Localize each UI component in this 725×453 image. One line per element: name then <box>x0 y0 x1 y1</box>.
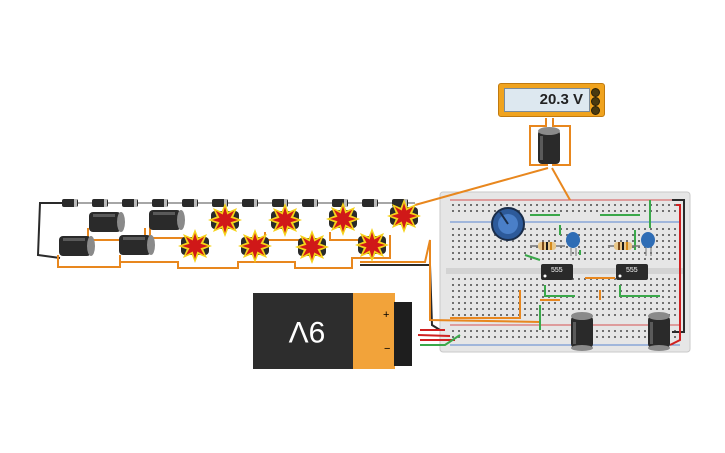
resistor-1[interactable] <box>530 242 565 250</box>
chip-555-1[interactable] <box>541 264 573 280</box>
exploded-capacitor-icon[interactable] <box>208 203 242 237</box>
board-wiring <box>417 199 685 346</box>
ceramic-capacitor-1[interactable] <box>566 232 580 256</box>
meter-capacitor[interactable] <box>538 127 560 164</box>
diode[interactable] <box>242 199 258 207</box>
diode[interactable] <box>152 199 168 207</box>
electrolytic-capacitor[interactable] <box>59 236 95 256</box>
diode[interactable] <box>212 199 228 207</box>
multimeter[interactable]: 20.3 V <box>498 83 605 117</box>
battery-plus-label: + <box>383 309 390 321</box>
meter-lead-black[interactable] <box>529 118 548 166</box>
exploded-capacitor-icon[interactable] <box>387 199 421 233</box>
diode[interactable] <box>272 199 288 207</box>
chip-555-2[interactable] <box>616 264 648 280</box>
exploded-capacitor-icon[interactable] <box>355 228 389 262</box>
electrolytic-capacitor[interactable] <box>119 235 155 255</box>
meter-port-icon <box>591 106 600 115</box>
battery-9v[interactable]: 9V + − <box>253 293 395 369</box>
diode[interactable] <box>332 199 348 207</box>
chip-label: 555 <box>551 267 563 274</box>
diode-chain <box>60 199 415 207</box>
exploded-capacitors <box>178 199 421 264</box>
exploded-capacitor-icon[interactable] <box>238 229 272 263</box>
electrolytic-capacitor[interactable] <box>89 212 125 232</box>
board-capacitor-1[interactable] <box>571 312 593 351</box>
diode[interactable] <box>362 199 378 207</box>
exploded-capacitor-icon[interactable] <box>178 229 212 263</box>
wire-orange-meter-board[interactable] <box>551 167 571 201</box>
diode[interactable] <box>182 199 198 207</box>
battery-minus-label: − <box>384 343 391 355</box>
battery-terminal-cap <box>394 302 412 366</box>
diode[interactable] <box>122 199 138 207</box>
board-capacitor-2[interactable] <box>648 312 670 351</box>
diode[interactable] <box>302 199 318 207</box>
electrolytic-capacitor[interactable] <box>149 210 185 230</box>
chip-label: 555 <box>626 267 638 274</box>
wire-orange-chain-bottom[interactable] <box>57 235 541 323</box>
battery-body <box>253 293 353 369</box>
wire-orange-to-board[interactable] <box>414 167 549 206</box>
battery-band <box>353 293 395 369</box>
ceramic-capacitor-2[interactable] <box>641 232 655 256</box>
battery-label: 9V <box>288 315 326 348</box>
exploded-capacitor-icon[interactable] <box>268 203 302 237</box>
chain-capacitors <box>59 210 185 256</box>
diode[interactable] <box>92 199 108 207</box>
multimeter-display: 20.3 V <box>504 88 590 112</box>
exploded-capacitor-icon[interactable] <box>326 202 360 236</box>
exploded-capacitor-icon[interactable] <box>295 230 329 264</box>
potentiometer[interactable] <box>491 207 525 241</box>
resistor-2[interactable] <box>608 242 640 250</box>
meter-port-icon <box>591 88 600 97</box>
meter-lead-red[interactable] <box>552 118 571 166</box>
meter-port-icon <box>591 97 600 106</box>
